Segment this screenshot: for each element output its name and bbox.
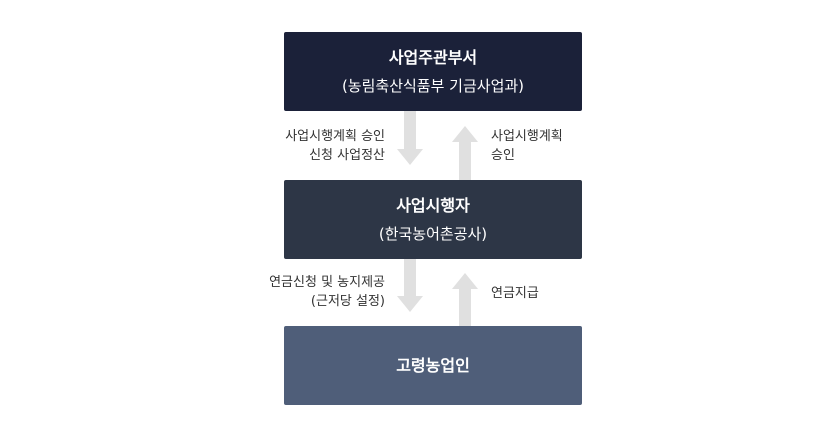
down-arrow-icon	[397, 111, 423, 165]
ministry-department-title: 사업주관부서	[388, 47, 478, 67]
approval-settlement-label: 사업시행계획 승인 신청 사업정산	[285, 129, 385, 163]
elderly-farmer-box: 고령농업인	[284, 326, 582, 405]
elderly-farmer-title: 고령농업인	[396, 355, 470, 375]
down-arrow-icon	[397, 259, 423, 312]
up-arrow-icon	[452, 126, 478, 180]
plan-approval-label: 사업시행계획 승인	[491, 129, 563, 163]
pension-application-label: 연금신청 및 농지제공 (근저당 설정)	[269, 275, 385, 309]
operator-title: 사업시행자	[396, 195, 470, 215]
ministry-department-subtitle: (농림축산식품부 기금사업과)	[341, 76, 525, 95]
operator-box: 사업시행자 (한국농어촌공사)	[284, 180, 582, 259]
ministry-department-box: 사업주관부서 (농림축산식품부 기금사업과)	[284, 32, 582, 111]
operator-subtitle: (한국농어촌공사)	[378, 224, 488, 243]
up-arrow-icon	[452, 273, 478, 326]
pension-payment-label: 연금지급	[491, 286, 539, 301]
